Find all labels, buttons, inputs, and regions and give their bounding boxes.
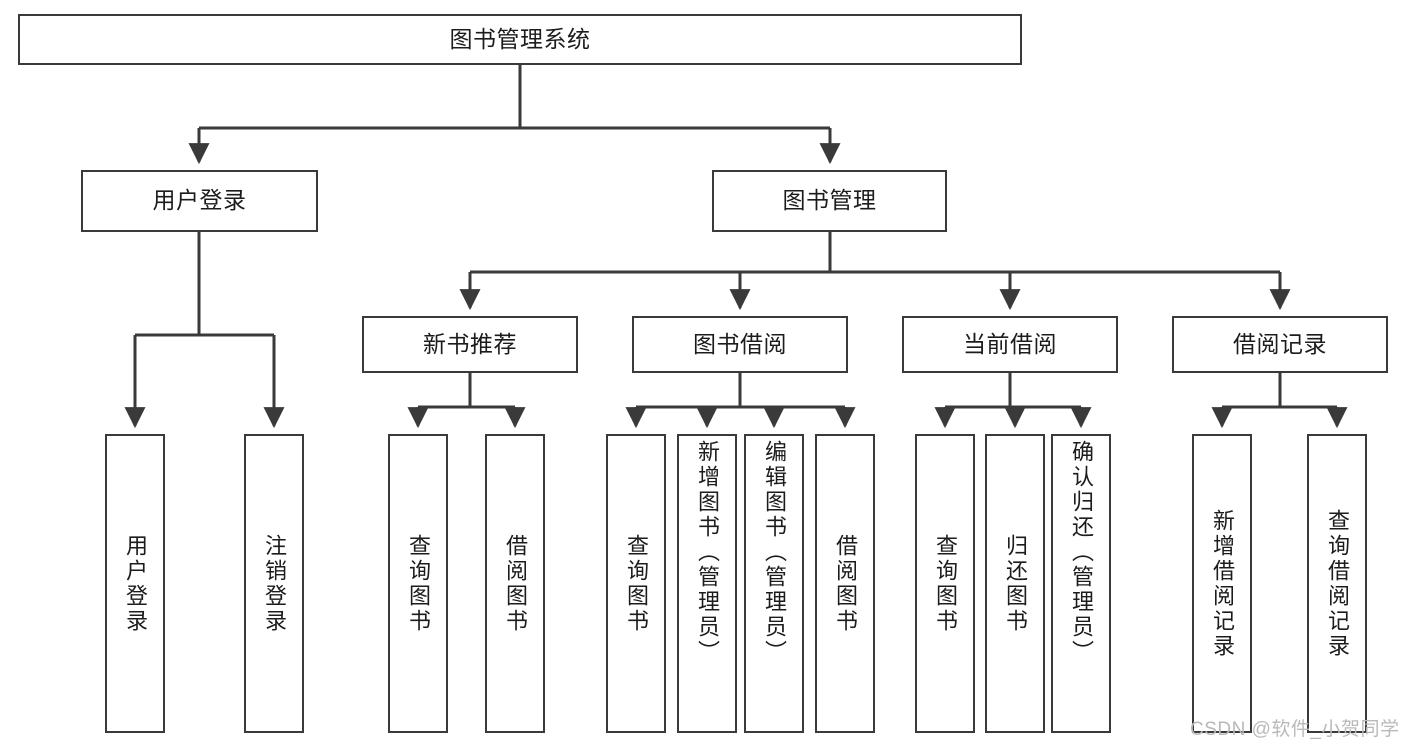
node-leaf-return-book-label: 归还图书 xyxy=(1003,533,1028,634)
node-user-login-label: 用户登录 xyxy=(152,187,247,214)
node-leaf-query-record-label: 查询借阅记录 xyxy=(1325,508,1350,659)
edge-group-new-book-rec xyxy=(407,373,526,429)
node-leaf-confirm-return-label: 确认归还（管理员） xyxy=(1069,440,1094,665)
node-user-login[interactable]: 用户登录 xyxy=(81,170,318,232)
node-new-book-rec-label: 新书推荐 xyxy=(423,330,517,357)
edge-group-user-login xyxy=(124,232,285,429)
node-leaf-query-book-rec-label: 查询图书 xyxy=(406,533,431,634)
node-leaf-query-book-cb[interactable]: 查询图书 xyxy=(915,434,975,733)
node-leaf-edit-book[interactable]: 编辑图书（管理员） xyxy=(744,434,804,733)
node-leaf-edit-book-label: 编辑图书（管理员） xyxy=(762,440,787,665)
node-leaf-query-book-bb-label: 查询图书 xyxy=(624,533,649,634)
edge-group-current-borrow xyxy=(934,373,1092,429)
node-leaf-query-book-rec[interactable]: 查询图书 xyxy=(388,434,448,733)
node-leaf-add-book-label: 新增图书（管理员） xyxy=(695,440,720,665)
node-leaf-borrow-book-bb[interactable]: 借阅图书 xyxy=(815,434,875,733)
node-leaf-add-book[interactable]: 新增图书（管理员） xyxy=(677,434,737,733)
node-book-manage-label: 图书管理 xyxy=(782,187,877,214)
node-leaf-borrow-book-rec-label: 借阅图书 xyxy=(503,533,528,634)
csdn-watermark: CSDN @软件_小贺同学 xyxy=(1190,719,1400,740)
node-book-borrow[interactable]: 图书借阅 xyxy=(632,316,848,373)
node-leaf-confirm-return[interactable]: 确认归还（管理员） xyxy=(1051,434,1111,733)
edge-group-borrow-record xyxy=(1211,373,1348,429)
node-leaf-add-record-label: 新增借阅记录 xyxy=(1210,508,1235,659)
node-new-book-rec[interactable]: 新书推荐 xyxy=(362,316,578,373)
node-leaf-logout-label: 注销登录 xyxy=(262,533,287,634)
node-leaf-query-book-cb-label: 查询图书 xyxy=(933,533,958,634)
node-leaf-query-book-bb[interactable]: 查询图书 xyxy=(606,434,666,733)
node-leaf-return-book[interactable]: 归还图书 xyxy=(985,434,1045,733)
node-root[interactable]: 图书管理系统 xyxy=(18,14,1022,65)
node-book-manage[interactable]: 图书管理 xyxy=(712,170,947,232)
node-leaf-query-record[interactable]: 查询借阅记录 xyxy=(1307,434,1367,733)
edge-group-root xyxy=(188,65,841,165)
node-borrow-record[interactable]: 借阅记录 xyxy=(1172,316,1388,373)
node-current-borrow[interactable]: 当前借阅 xyxy=(902,316,1118,373)
node-leaf-borrow-book-bb-label: 借阅图书 xyxy=(833,533,858,634)
node-borrow-record-label: 借阅记录 xyxy=(1233,330,1327,357)
edge-group-book-manage xyxy=(459,232,1291,311)
node-leaf-user-login-label: 用户登录 xyxy=(123,533,148,634)
edge-group-book-borrow xyxy=(625,373,856,429)
node-book-borrow-label: 图书借阅 xyxy=(693,330,787,357)
node-leaf-borrow-book-rec[interactable]: 借阅图书 xyxy=(485,434,545,733)
node-current-borrow-label: 当前借阅 xyxy=(963,330,1057,357)
node-leaf-user-login[interactable]: 用户登录 xyxy=(105,434,165,733)
node-leaf-add-record[interactable]: 新增借阅记录 xyxy=(1192,434,1252,733)
node-root-label: 图书管理系统 xyxy=(449,25,591,52)
node-leaf-logout[interactable]: 注销登录 xyxy=(244,434,304,733)
